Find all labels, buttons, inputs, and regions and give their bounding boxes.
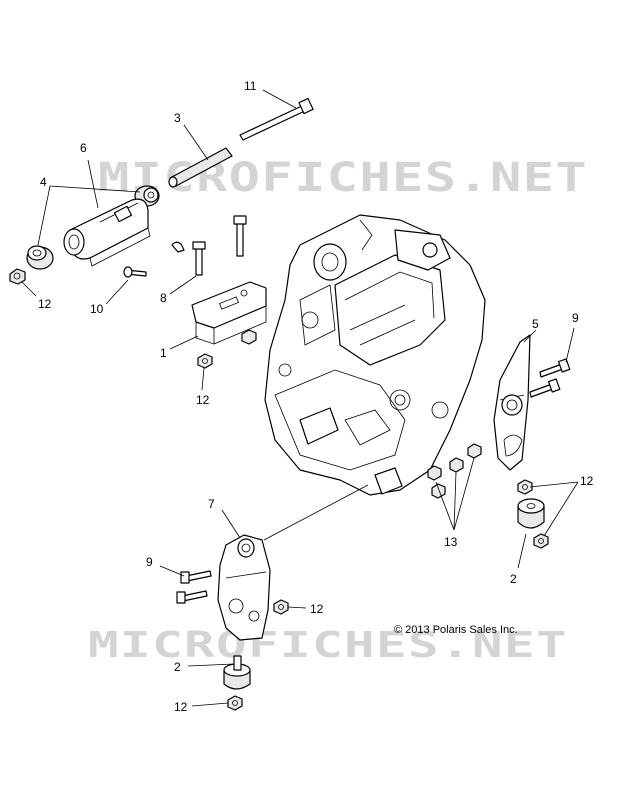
callout-2-right: 2 bbox=[510, 572, 517, 586]
callout-12-bracket: 12 bbox=[196, 393, 210, 407]
callout-9-right: 9 bbox=[572, 311, 579, 325]
nut-12-lower-left[interactable] bbox=[273, 599, 289, 615]
bolt-upper-middle[interactable] bbox=[233, 215, 247, 257]
nut-bracket-right[interactable] bbox=[241, 329, 257, 345]
nut-12-left[interactable] bbox=[9, 268, 26, 285]
rubber-mount-2-right[interactable] bbox=[517, 498, 545, 529]
rubber-mount-2-lower[interactable] bbox=[223, 655, 251, 690]
callout-4: 4 bbox=[40, 175, 47, 189]
callout-2-lower: 2 bbox=[174, 660, 181, 674]
copyright-text: © 2013 Polaris Sales Inc. bbox=[394, 624, 518, 636]
callout-12-left: 12 bbox=[38, 297, 52, 311]
nut-12-bottom[interactable] bbox=[227, 695, 243, 711]
clip-part[interactable] bbox=[171, 241, 185, 253]
callout-12-bottom: 12 bbox=[174, 700, 188, 714]
bolt-9-right-lower[interactable] bbox=[529, 378, 561, 398]
bracket-1[interactable] bbox=[191, 281, 267, 345]
callout-11: 11 bbox=[244, 79, 257, 93]
mount-housing-6[interactable] bbox=[63, 198, 151, 267]
bolt-8[interactable] bbox=[192, 241, 206, 276]
bolt-10[interactable] bbox=[123, 266, 147, 278]
callout-13: 13 bbox=[444, 535, 458, 549]
leader-lines bbox=[21, 89, 579, 707]
callout-10: 10 bbox=[90, 302, 104, 316]
callout-6: 6 bbox=[80, 141, 87, 155]
bolt-11[interactable] bbox=[239, 97, 314, 141]
watermark-bottom: MICROFICHES.NET bbox=[88, 625, 568, 666]
nut-12-right-lower[interactable] bbox=[533, 533, 549, 549]
mount-bracket-7[interactable] bbox=[217, 534, 271, 641]
callout-3: 3 bbox=[174, 111, 181, 125]
callout-1: 1 bbox=[160, 346, 167, 360]
callout-8: 8 bbox=[160, 291, 167, 305]
nut-12-bracket[interactable] bbox=[197, 353, 213, 369]
callout-7: 7 bbox=[208, 497, 215, 511]
bolt-9-left-lower[interactable] bbox=[176, 590, 208, 604]
callout-9-left: 9 bbox=[146, 555, 153, 569]
callout-12-lower-left: 12 bbox=[310, 602, 324, 616]
mount-bracket-5[interactable] bbox=[493, 334, 531, 471]
callout-5: 5 bbox=[532, 317, 539, 331]
bushing-4-bottom[interactable] bbox=[26, 245, 54, 270]
bolt-9-right-upper[interactable] bbox=[539, 358, 571, 378]
engine-assembly[interactable] bbox=[264, 214, 486, 499]
sleeve-tube-3[interactable] bbox=[168, 147, 233, 188]
callout-12-right: 12 bbox=[580, 474, 594, 488]
nut-12-right-upper[interactable] bbox=[517, 479, 533, 495]
bolt-9-left-upper[interactable] bbox=[180, 570, 212, 584]
